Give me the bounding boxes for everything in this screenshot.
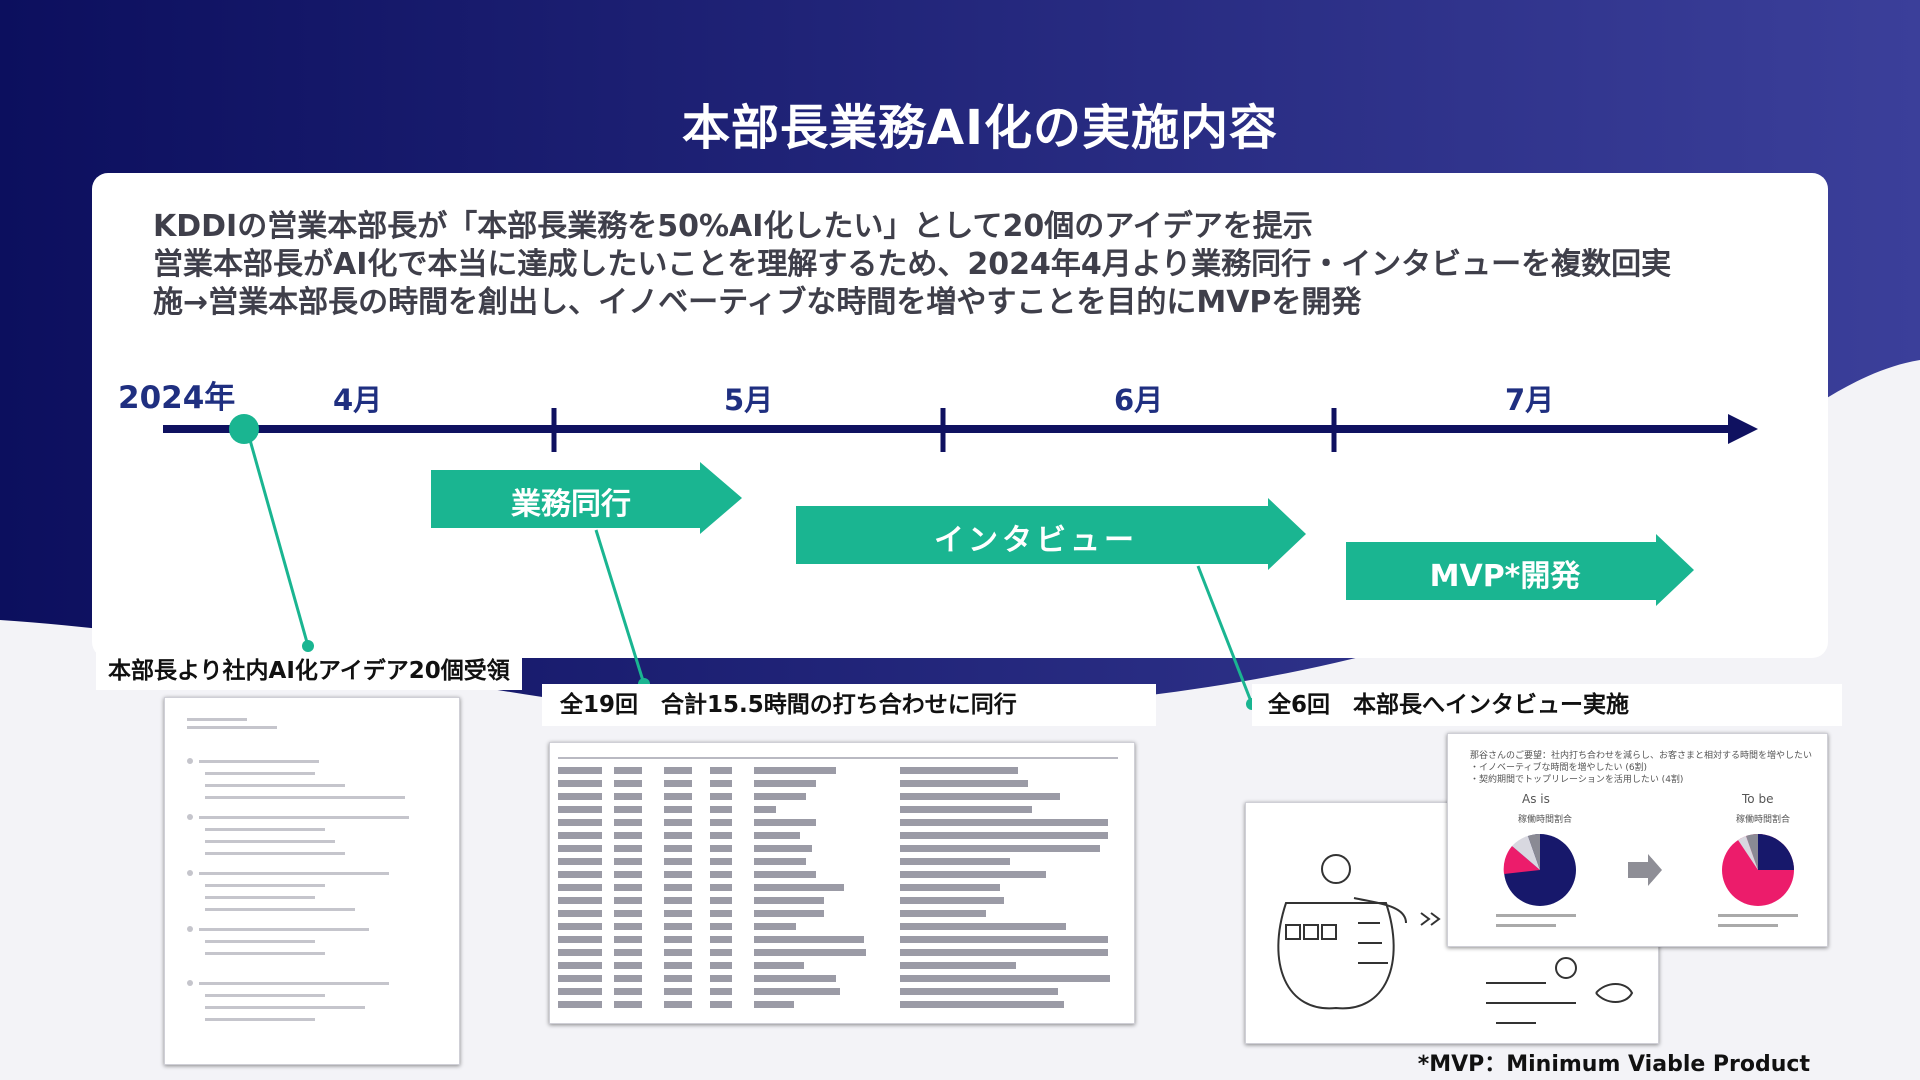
timeline-year: 2024年 (118, 380, 236, 416)
callout-interviews: 全6回 本部長へインタビュー実施 (1252, 684, 1842, 726)
thumbnail-meeting-table (549, 742, 1135, 1024)
phase-label-accompany: 業務同行 (511, 487, 631, 522)
slide-header-1: 那谷さんのご要望：社内打ち合わせを減らし、お客さまと相対する時間を増やしたい (1470, 751, 1813, 761)
phase-arrow-interview (796, 498, 1306, 570)
to-be-chart-label: 稼働時間割合 (1736, 815, 1791, 825)
page-title: 本部長業務AI化の実施内容 (681, 100, 1278, 156)
phase-label-mvp: MVP*開発 (1429, 559, 1581, 594)
footnote-mvp: *MVP：Minimum Viable Product (1417, 1052, 1810, 1077)
timeline-arrowhead (1728, 414, 1758, 444)
to-be-label: To be (1742, 792, 1774, 806)
callout-ideas: 本部長より社内AI化アイデア20個受領 (96, 652, 522, 690)
intro-line-2: 営業本部長がAI化で本当に達成したいことを理解するため、2024年4月より業務同… (153, 247, 1672, 282)
phase-arrow-mvp (1346, 534, 1694, 606)
sketch-graphic (1277, 854, 1634, 1024)
month-label-4: 4月 (333, 383, 383, 417)
thumbnail-asis-tobe-slide: 那谷さんのご要望：社内打ち合わせを減らし、お客さまと相対する時間を増やしたい ・… (1447, 733, 1828, 947)
month-label-5: 5月 (724, 383, 774, 417)
pie-charts-graphic (1496, 833, 1798, 927)
intro-text: KDDIの営業本部長が「本部長業務を50%AI化したい」として20個のアイデアを… (153, 208, 1793, 322)
connector-interviews (1196, 565, 1254, 705)
start-marker (229, 414, 259, 444)
month-label-6: 6月 (1114, 383, 1164, 417)
intro-line-3: 施→営業本部長の時間を創出し、イノベーティブな時間を増やすことを目的にMVPを開… (153, 285, 1362, 320)
meeting-table-graphic (558, 757, 1118, 1008)
as-is-label: As is (1522, 792, 1550, 806)
as-is-chart-label: 稼働時間割合 (1518, 815, 1573, 825)
phase-arrow-accompany (431, 462, 742, 534)
month-label-7: 7月 (1505, 383, 1555, 417)
slide-header-2: ・イノベーティブな時間を増やしたい (6割) (1470, 763, 1648, 773)
connector-ideas (248, 439, 310, 647)
phase-label-interview: インタビュー (934, 523, 1138, 558)
callout-meetings: 全19回 合計15.5時間の打ち合わせに同行 (542, 684, 1156, 726)
connector-meetings (594, 529, 646, 685)
thumbnail-ideas-document (164, 697, 460, 1065)
document-lines-graphic (187, 718, 409, 1021)
intro-line-1: KDDIの営業本部長が「本部長業務を50%AI化したい」として20個のアイデアを… (153, 209, 1313, 244)
slide-header-3: ・契約期間でトップリレーションを活用したい (4割) (1470, 775, 1684, 785)
